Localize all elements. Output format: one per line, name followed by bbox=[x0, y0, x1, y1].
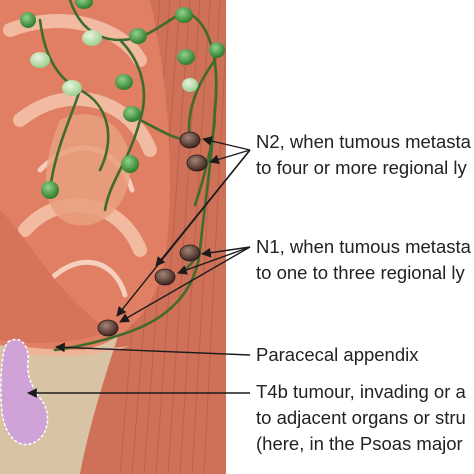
arrow-n1 bbox=[201, 246, 251, 258]
t4b-label-line1: T4b tumour, invading or a bbox=[256, 381, 466, 402]
t4b-tumour bbox=[0, 338, 49, 446]
paracecal-label: Paracecal appendix bbox=[256, 344, 419, 365]
arrow-paracecal bbox=[55, 342, 251, 356]
pale-lymph-nodes bbox=[30, 30, 198, 96]
t4b-label-line3: (here, in the Psoas major bbox=[256, 433, 463, 454]
lymph-node-normal bbox=[41, 181, 59, 199]
t4b-label-line2: to adjacent organs or stru bbox=[256, 407, 466, 428]
lymph-node-normal bbox=[20, 12, 36, 28]
lymph-node-normal bbox=[129, 28, 147, 44]
n1-label-line2: to one to three regional ly bbox=[256, 262, 465, 283]
arrow-n2 bbox=[202, 136, 251, 151]
lymph-node-n2 bbox=[186, 154, 208, 172]
paracecal-appendix bbox=[20, 346, 130, 356]
lymph-node-pale bbox=[182, 78, 198, 92]
lymph-node-normal bbox=[75, 0, 93, 9]
arrow-n2 bbox=[116, 149, 251, 317]
lymph-node-n1 bbox=[179, 244, 201, 262]
arrow-n2 bbox=[209, 149, 251, 165]
lymph-node-n2 bbox=[179, 131, 201, 149]
lymph-node-normal bbox=[209, 42, 225, 58]
n1-label-line1: N1, when tumous metasta bbox=[256, 236, 471, 257]
metastatic-lymph-nodes bbox=[97, 131, 208, 337]
lymph-node-pale bbox=[62, 80, 82, 96]
lymph-node-pale bbox=[82, 30, 102, 46]
lymph-node-normal bbox=[121, 155, 139, 173]
arrow-n1 bbox=[177, 246, 251, 275]
lymph-node-pale bbox=[30, 52, 50, 68]
lymph-node-normal bbox=[177, 49, 195, 65]
lymph-node-n1 bbox=[97, 319, 119, 337]
normal-lymph-nodes bbox=[20, 0, 225, 199]
leader-arrows bbox=[27, 136, 251, 398]
n2-label-line1: N2, when tumous metasta bbox=[256, 131, 471, 152]
lymph-node-normal bbox=[123, 106, 141, 122]
lymph-node-n1 bbox=[154, 268, 176, 286]
arrow-n1 bbox=[119, 246, 251, 323]
n2-label-line2: to four or more regional ly bbox=[256, 157, 467, 178]
cecum-base bbox=[0, 210, 110, 343]
lymph-node-normal bbox=[115, 74, 133, 90]
anatomy-layer bbox=[0, 0, 226, 474]
lymph-node-normal bbox=[175, 7, 193, 23]
